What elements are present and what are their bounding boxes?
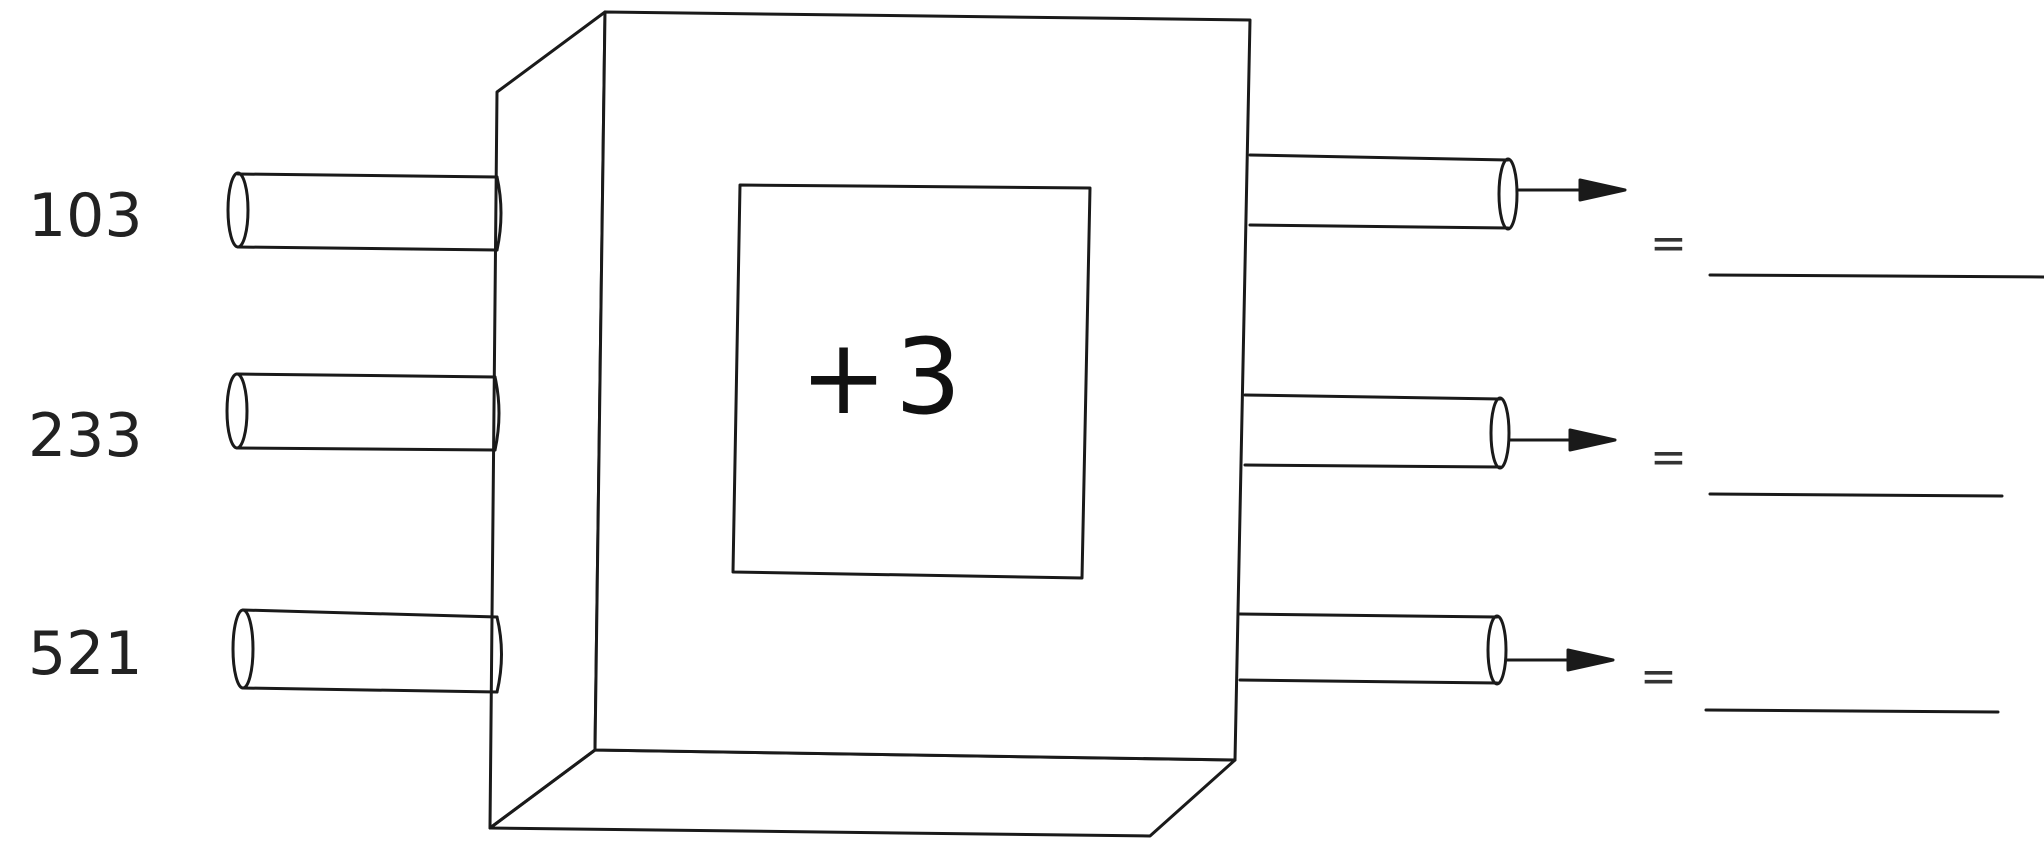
output-pipe-3 [1240, 614, 1506, 684]
output-pipe-1 [1250, 155, 1517, 229]
operation-label: +3 [800, 325, 969, 429]
answer-blank-1 [1710, 275, 2044, 277]
answer-blank-3 [1706, 710, 1998, 712]
input-number-1: 103 [28, 186, 143, 246]
input-pipe-3 [233, 610, 502, 692]
output-arrow-2 [1509, 430, 1615, 450]
equals-sign-1: = [1650, 222, 1687, 266]
equals-sign-2: = [1650, 436, 1687, 480]
equals-sign-3: = [1640, 655, 1677, 699]
input-number-2: 233 [28, 406, 143, 466]
input-number-3: 521 [28, 624, 143, 684]
input-pipe-1 [228, 173, 501, 250]
output-pipe-2 [1245, 395, 1509, 468]
output-arrow-3 [1506, 650, 1613, 670]
input-pipe-2 [227, 374, 499, 450]
answer-blank-2 [1710, 494, 2002, 496]
machine-bottom-face [490, 750, 1235, 836]
output-arrow-1 [1517, 180, 1625, 200]
machine-side-face [490, 12, 605, 828]
